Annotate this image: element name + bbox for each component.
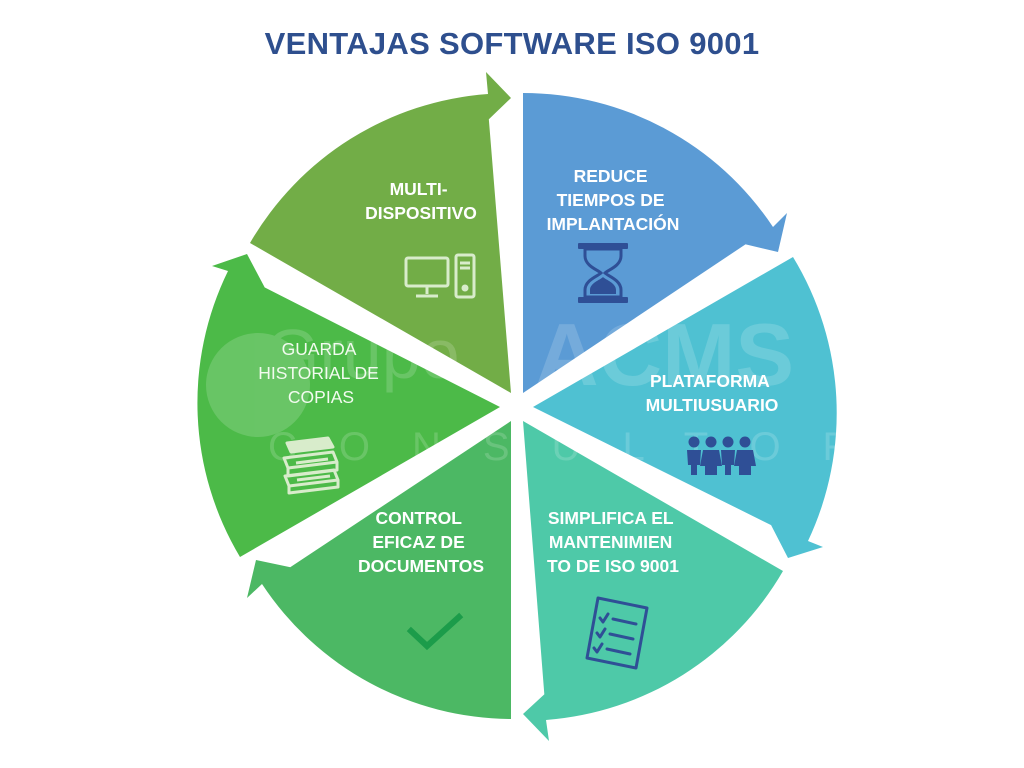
label-multi-dispositivo: MULTI- DISPOSITIVO xyxy=(365,179,477,223)
diagram-title: VENTAJAS SOFTWARE ISO 9001 xyxy=(264,26,760,61)
users-group-icon xyxy=(687,436,756,475)
watermark: Grupo ACMS CONSULTORES xyxy=(206,305,1024,469)
checkmark-icon xyxy=(406,612,464,651)
label-control-documentos: CONTROL EFICAZ DE DOCUMENTOS xyxy=(358,508,484,576)
segment-bottom-right xyxy=(523,421,783,741)
label-reduce-tiempos: REDUCE TIEMPOS DE IMPLANTACIÓN xyxy=(547,166,680,234)
label-guarda-historial: GUARDA HISTORIAL DE COPIAS xyxy=(258,339,383,407)
segment-right xyxy=(533,257,837,558)
segment-left xyxy=(197,254,501,557)
watermark-text-acms: ACMS xyxy=(535,305,794,404)
desktop-computer-icon xyxy=(404,253,476,299)
hourglass-icon xyxy=(578,243,628,303)
segment-top-left xyxy=(250,72,511,393)
label-plataforma-multiusuario: PLATAFORMA MULTIUSUARIO xyxy=(646,371,779,415)
watermark-text-consultores: CONSULTORES xyxy=(268,425,1024,469)
checklist-icon xyxy=(585,596,649,670)
label-simplifica-mantenimiento: SIMPLIFICA EL MANTENIMIEN TO DE ISO 9001 xyxy=(547,508,679,576)
books-stack-icon xyxy=(282,436,340,495)
segment-top-right xyxy=(523,92,787,393)
watermark-text-grupo: Grupo xyxy=(265,315,460,393)
segment-bottom-left xyxy=(247,421,511,719)
